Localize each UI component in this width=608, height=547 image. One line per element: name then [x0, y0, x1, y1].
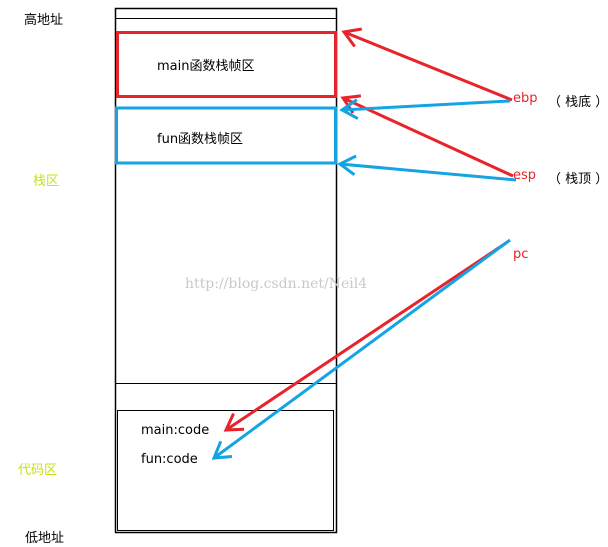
fun-frame-box	[115, 106, 337, 165]
main-code-label: main:code	[141, 423, 210, 438]
main-frame-box	[116, 31, 337, 98]
pc-label: pc	[513, 247, 529, 262]
ebp-label: ebp	[513, 91, 538, 106]
esp-label: esp	[513, 168, 537, 183]
ebp-to-fun-top-arrow	[339, 98, 511, 120]
fun-frame-label: fun函数栈帧区	[157, 132, 244, 147]
code-box	[117, 410, 334, 531]
fun-code-label: fun:code	[141, 452, 198, 467]
memory-block	[114, 7, 338, 534]
esp-note: （ 栈顶 ）	[548, 172, 608, 187]
ebp-to-main-arrow	[341, 27, 513, 102]
high-address-label: 高地址	[24, 13, 64, 28]
code-area-label: 代码区	[18, 463, 58, 478]
esp-to-fun-bottom-arrow	[337, 154, 517, 182]
low-address-label: 低地址	[25, 531, 65, 546]
stack-area-label: 栈区	[33, 174, 60, 189]
pc-to-fun-code-arrow	[211, 238, 511, 460]
watermark: http://blog.csdn.net/Neil4	[185, 276, 368, 292]
ebp-note: （ 栈底 ）	[548, 95, 608, 110]
pc-to-main-code-arrow	[223, 241, 507, 432]
main-frame-label: main函数栈帧区	[157, 59, 255, 74]
esp-to-main-bottom-arrow	[340, 94, 514, 178]
